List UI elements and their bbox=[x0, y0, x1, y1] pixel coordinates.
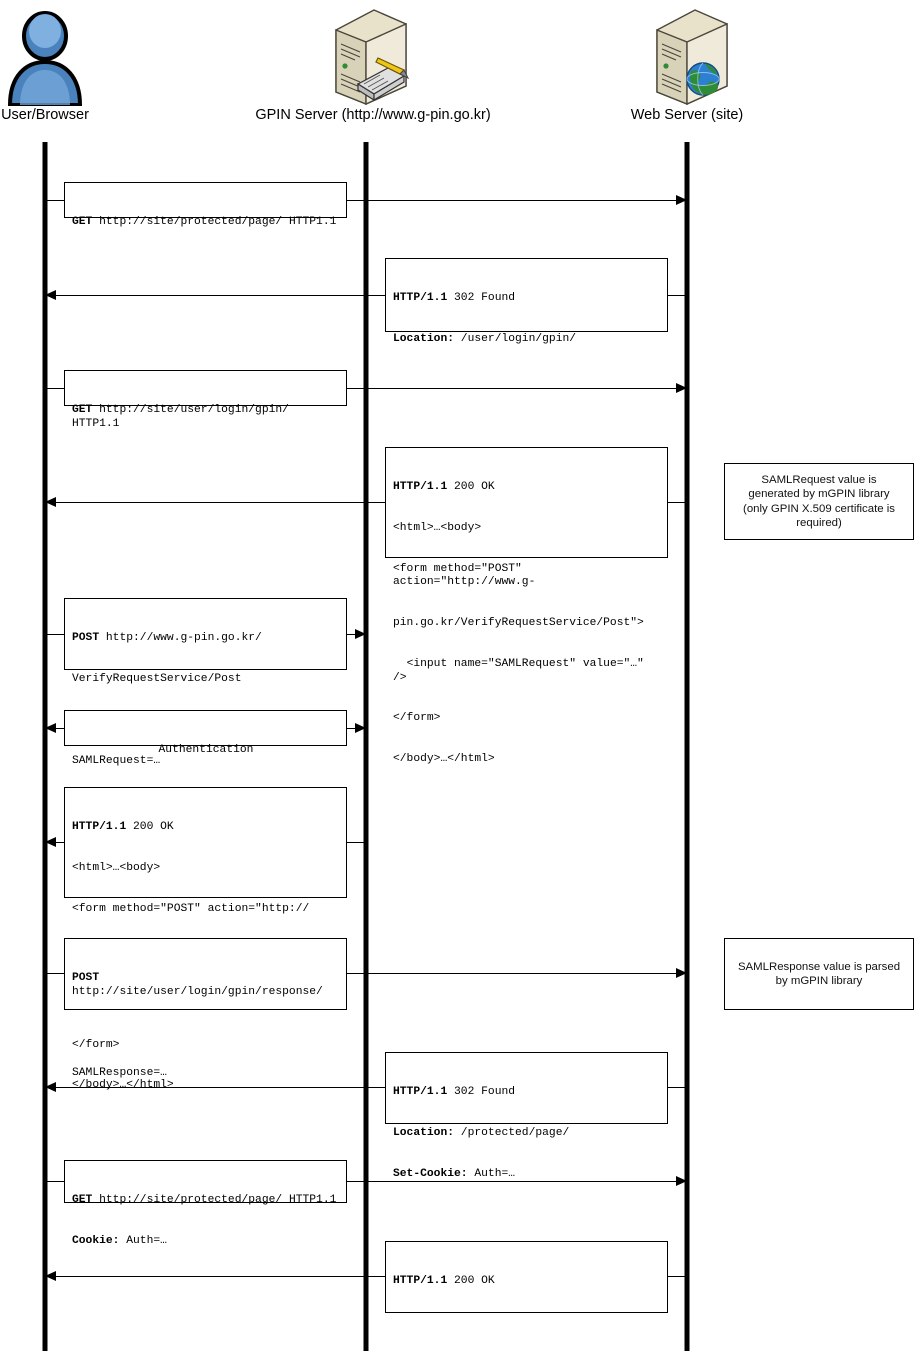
m2-l0-rest: 302 Found bbox=[447, 292, 516, 305]
message-box-saml-request-form-response: HTTP/1.1 200 OK <html>…<body> <form meth… bbox=[385, 447, 668, 765]
m9-l1-bold: Location: bbox=[393, 1126, 455, 1139]
server-with-globe-icon bbox=[639, 8, 735, 113]
msg-line-m9 bbox=[45, 1087, 687, 1088]
m9-l1-rest: /protected/page/ bbox=[454, 1126, 570, 1139]
message-box-post-saml-response: POST http://site/user/login/gpin/respons… bbox=[64, 938, 347, 1079]
arrowhead-m4 bbox=[45, 497, 56, 507]
arrowhead-m8 bbox=[676, 968, 687, 978]
message-box-post-saml-request: POST http://www.g-pin.go.kr/ VerifyReque… bbox=[64, 598, 347, 767]
lifeline-gpin-server bbox=[363, 142, 369, 1351]
m7-l6-rest: </body>…</html> bbox=[72, 1079, 174, 1092]
arrowhead-m5 bbox=[355, 629, 366, 639]
user-avatar-icon bbox=[6, 10, 84, 111]
m7-l0-bold: HTTP/1.1 bbox=[72, 821, 127, 834]
m8-l0-bold: POST bbox=[72, 972, 100, 985]
arrowhead-m7 bbox=[45, 837, 56, 847]
m4-l2-rest: <form method="POST" action="http://www.g… bbox=[393, 562, 536, 589]
message-box-get-gpin-login-page: GET http://site/user/login/gpin/ HTTP1.1 bbox=[64, 370, 347, 430]
m4-l4-rest: <input name="SAMLRequest" value="…" /> bbox=[393, 657, 651, 684]
m2-l0-bold: HTTP/1.1 bbox=[393, 292, 448, 305]
m9-l0-rest: 302 Found bbox=[447, 1086, 516, 1099]
m8-l1-spacer bbox=[72, 1027, 340, 1041]
msg-line-m11 bbox=[45, 1276, 687, 1277]
arrowhead-m2 bbox=[45, 290, 56, 300]
m9-l2-bold: Set-Cookie: bbox=[393, 1167, 468, 1180]
m7-l5-rest: </form> bbox=[72, 1038, 120, 1051]
msg-line-m2 bbox=[45, 295, 687, 296]
note-saml-response-parsing: SAMLResponse value is parsed by mGPIN li… bbox=[724, 938, 914, 1010]
message-box-saml-response-form-response: HTTP/1.1 200 OK <html>…<body> <form meth… bbox=[64, 787, 347, 1091]
actor-label-user: User/Browser bbox=[1, 107, 89, 123]
m7-l0-rest: 200 OK bbox=[126, 821, 174, 834]
m11-l0-rest: 200 OK bbox=[447, 1275, 495, 1288]
m9-l0-bold: HTTP/1.1 bbox=[393, 1086, 448, 1099]
m2-l1-rest: /user/login/gpin/ bbox=[454, 332, 577, 345]
m4-l5-rest: </form> bbox=[393, 712, 441, 725]
arrowhead-m11 bbox=[45, 1271, 56, 1281]
m7-l2-rest: <form method="POST" action="http:// bbox=[72, 902, 310, 915]
m3-l0-rest: http://site/user/login/gpin/ HTTP1.1 bbox=[72, 404, 296, 430]
actor-label-gpin-server: GPIN Server (http://www.g-pin.go.kr) bbox=[255, 107, 491, 123]
message-box-authentication: Authentication bbox=[64, 710, 347, 756]
lifeline-web-server bbox=[684, 142, 690, 1351]
message-box-protected-page-response: HTTP/1.1 200 OK <html>…</html> bbox=[385, 1241, 668, 1313]
note-saml-request-generation: SAMLRequest value is generated by mGPIN … bbox=[724, 463, 914, 540]
message-box-redirect-to-gpin-login: HTTP/1.1 302 Found Location: /user/login… bbox=[385, 258, 668, 345]
m4-l1-rest: <html>…<body> bbox=[393, 521, 482, 534]
m1-l0-rest: http://site/protected/page/ HTTP1.1 bbox=[92, 216, 337, 229]
m2-l1-bold: Location: bbox=[393, 332, 455, 345]
m8-l0-rest: http://site/user/login/gpin/response/ bbox=[72, 972, 323, 998]
note-1-text: SAMLRequest value is generated by mGPIN … bbox=[743, 473, 895, 530]
m9-l2-rest: Auth=… bbox=[467, 1167, 516, 1180]
arrowhead-m3 bbox=[676, 383, 687, 393]
m11-l1-spacer bbox=[393, 1316, 661, 1330]
m10-l0-bold: GET bbox=[72, 1194, 93, 1207]
arrowhead-m6-left bbox=[45, 723, 56, 733]
m4-l0-rest: 200 OK bbox=[447, 481, 495, 494]
arrowhead-m1 bbox=[676, 195, 687, 205]
message-box-get-protected-page-with-cookie: GET http://site/protected/page/ HTTP1.1 … bbox=[64, 1160, 347, 1247]
msg-line-m10 bbox=[45, 1181, 687, 1182]
m1-l0-bold: GET bbox=[72, 216, 93, 229]
actor-label-web-server: Web Server (site) bbox=[630, 107, 744, 123]
m6-l0-rest: Authentication bbox=[158, 744, 254, 757]
m4-l6-rest: </body>…</html> bbox=[393, 753, 495, 766]
msg-line-m4 bbox=[45, 502, 687, 503]
m10-l1-bold: Cookie: bbox=[72, 1234, 120, 1247]
arrowhead-m9 bbox=[45, 1082, 56, 1092]
msg-line-m3 bbox=[45, 388, 687, 389]
m4-l0-bold: HTTP/1.1 bbox=[393, 481, 448, 494]
m7-l1-rest: <html>…<body> bbox=[72, 861, 161, 874]
m10-l1-rest: Auth=… bbox=[119, 1234, 167, 1247]
m3-l0-bold: GET bbox=[72, 404, 93, 417]
m5-l3-rest: SAMLRequest=… bbox=[72, 754, 161, 767]
m11-l0-bold: HTTP/1.1 bbox=[393, 1275, 448, 1288]
lifeline-user bbox=[42, 142, 48, 1351]
m8-l2-rest: SAMLResponse=… bbox=[72, 1067, 167, 1080]
msg-line-m1 bbox=[45, 200, 687, 201]
msg-line-m8 bbox=[45, 973, 687, 974]
arrowhead-m10 bbox=[676, 1176, 687, 1186]
m10-l0-rest: http://site/protected/page/ HTTP1.1 bbox=[92, 1194, 337, 1207]
m5-l0-rest: http://www.g-pin.go.kr/ bbox=[99, 632, 262, 645]
m4-l3-rest: pin.go.kr/VerifyRequestService/Post"> bbox=[393, 617, 644, 630]
arrowhead-m6-right bbox=[355, 723, 366, 733]
m5-l0-bold: POST bbox=[72, 632, 100, 645]
message-box-get-protected-page: GET http://site/protected/page/ HTTP1.1 bbox=[64, 182, 347, 228]
m5-l1-rest: VerifyRequestService/Post bbox=[72, 672, 242, 685]
note-2-text: SAMLResponse value is parsed by mGPIN li… bbox=[737, 960, 901, 988]
message-box-redirect-with-auth-cookie: HTTP/1.1 302 Found Location: /protected/… bbox=[385, 1052, 668, 1180]
server-with-keyboard-icon bbox=[318, 8, 414, 113]
